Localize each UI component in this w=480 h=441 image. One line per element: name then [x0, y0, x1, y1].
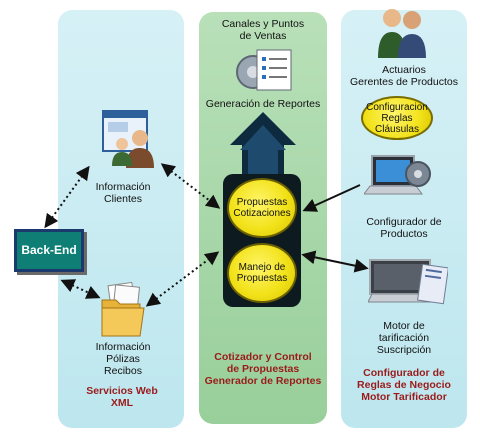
product-config-label: Configurador de Productos	[366, 216, 442, 240]
laptop-gear-icon	[364, 155, 431, 195]
quotes-bulb: Propuestas Cotizaciones	[227, 178, 297, 238]
info-policies-label: Información Pólizas Recibos	[95, 341, 151, 377]
connector-backend-policies	[60, 279, 101, 299]
gear-checklist-icon	[236, 49, 292, 91]
engine-label: Motor de tarificación Suscripción	[376, 320, 432, 356]
connector-light-engine	[301, 250, 369, 273]
notebook-icon	[368, 259, 448, 305]
connector-clients-light	[160, 163, 221, 209]
backend-box: Back-End	[14, 229, 84, 272]
info-clients-label: Información Clientes	[95, 181, 151, 205]
rules-config-badge: Configuracion Reglas Cláusulas	[361, 96, 433, 140]
folder-documents-icon	[101, 282, 145, 337]
connector-backend-clients	[44, 165, 90, 229]
user-window-icon	[102, 110, 154, 168]
reports-label: Generación de Reportes	[205, 98, 321, 110]
connector-policies-light	[145, 251, 220, 307]
quoting-footer: Cotizador y Control de Propuestas Genera…	[204, 351, 322, 387]
up-arrow-icon	[230, 112, 296, 175]
proposals-bulb: Manejo de Propuestas	[227, 243, 297, 303]
users-icon	[378, 9, 426, 58]
web-services-footer: Servicios Web XML	[86, 385, 158, 409]
connector-productconfig-light	[302, 184, 361, 212]
sales-channels-label: Canales y Puntos de Ventas	[221, 18, 305, 42]
configurator-footer: Configurador de Reglas de Negocio Motor …	[357, 367, 451, 403]
configurator-panel	[341, 10, 467, 428]
actuaries-label: Actuarios Gerentes de Productos	[350, 64, 458, 88]
